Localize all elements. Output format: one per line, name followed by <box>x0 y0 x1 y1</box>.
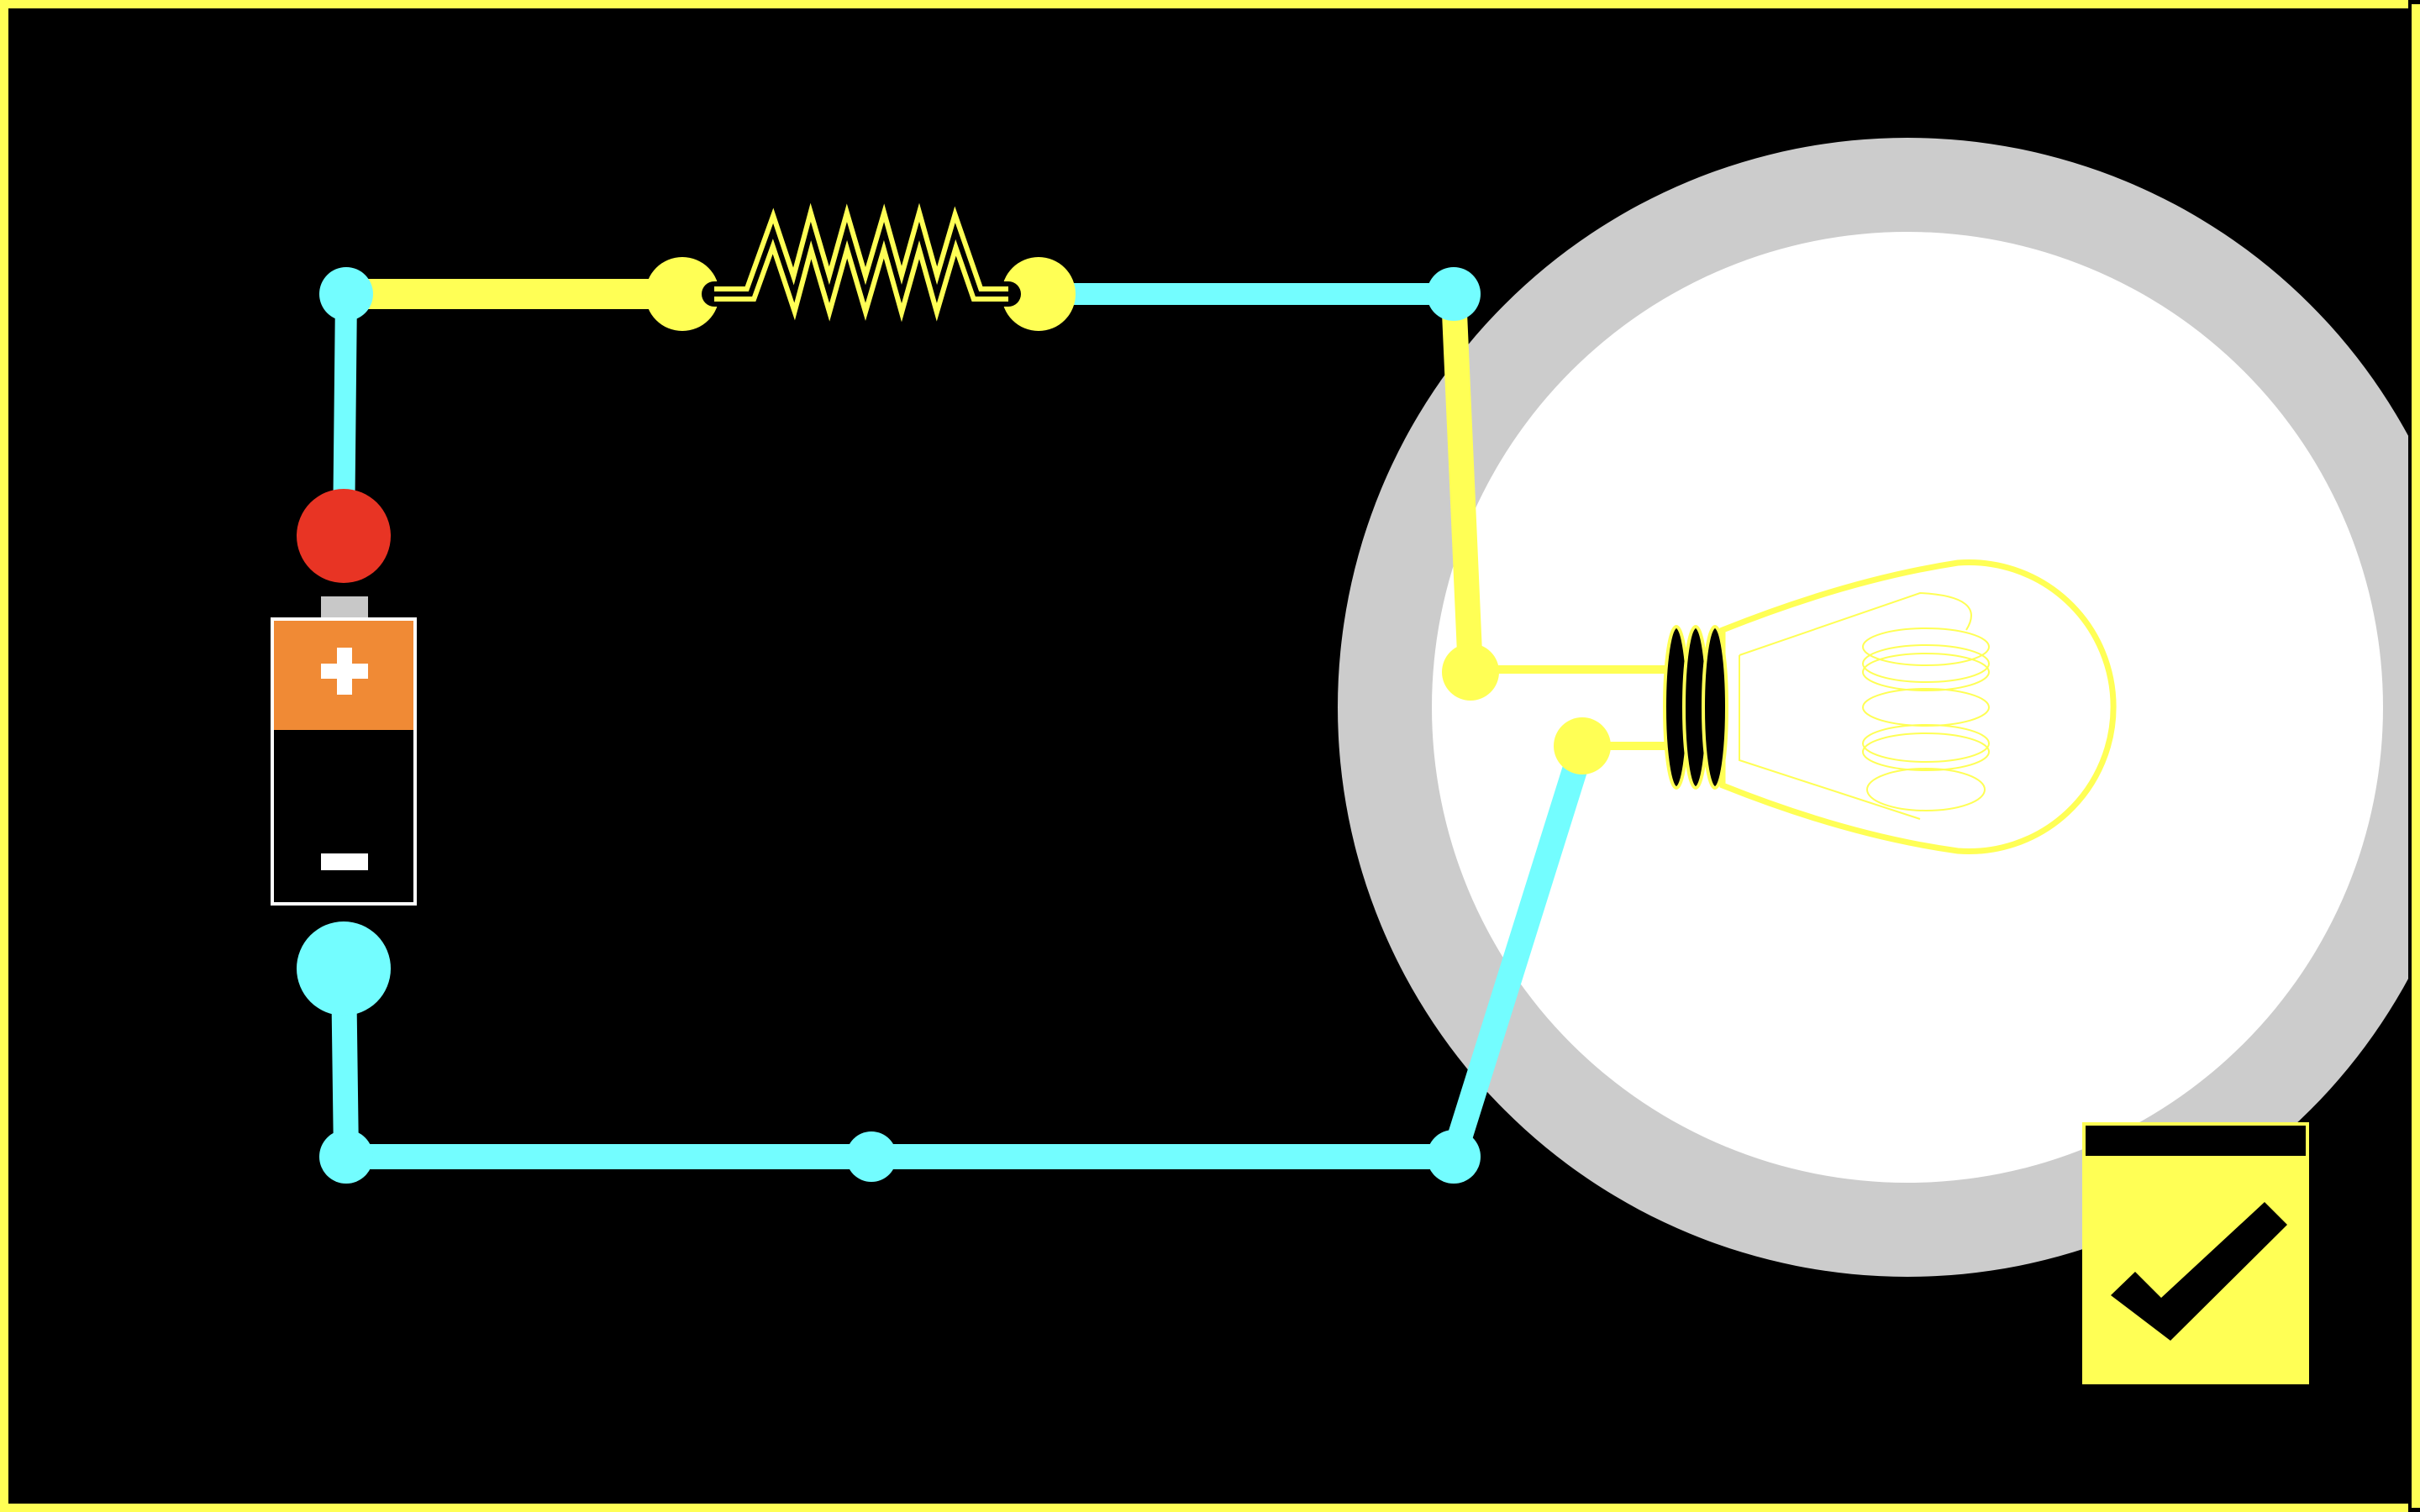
wire-to-bulb-bottom[interactable] <box>1441 733 1595 1169</box>
vertex-bottom-middle[interactable] <box>846 1131 897 1182</box>
battery-positive-terminal[interactable] <box>297 489 391 583</box>
battery[interactable] <box>271 489 417 1016</box>
bulb-inner-outline <box>1739 591 1972 820</box>
check-button-header <box>2086 1126 2306 1156</box>
battery-cap <box>321 596 368 620</box>
bulb-glass <box>1719 559 2117 854</box>
resistor-left-terminal[interactable] <box>645 257 719 331</box>
light-bulb[interactable] <box>1470 559 2117 854</box>
bulb-screw-base <box>1663 625 1728 790</box>
battery-negative-half <box>272 730 415 904</box>
resistor-right-terminal[interactable] <box>1002 257 1076 331</box>
battery-outline <box>271 617 417 906</box>
check-button[interactable] <box>2082 1122 2309 1384</box>
battery-plus-icon <box>321 648 368 695</box>
vertex-top-right[interactable] <box>1427 267 1481 321</box>
vertex-bottom-left[interactable] <box>319 1130 373 1184</box>
bulb-filament-icon <box>1862 627 1990 811</box>
battery-negative-terminal[interactable] <box>297 921 391 1016</box>
checkmark-icon <box>2111 1202 2287 1341</box>
wire-to-bulb-top[interactable] <box>1441 281 1483 685</box>
vertices <box>319 257 1611 1184</box>
vertex-bottom-right[interactable] <box>1427 1130 1481 1184</box>
battery-minus-icon <box>321 853 368 870</box>
resistor[interactable] <box>702 202 1021 323</box>
vertex-top-left[interactable] <box>319 267 373 321</box>
